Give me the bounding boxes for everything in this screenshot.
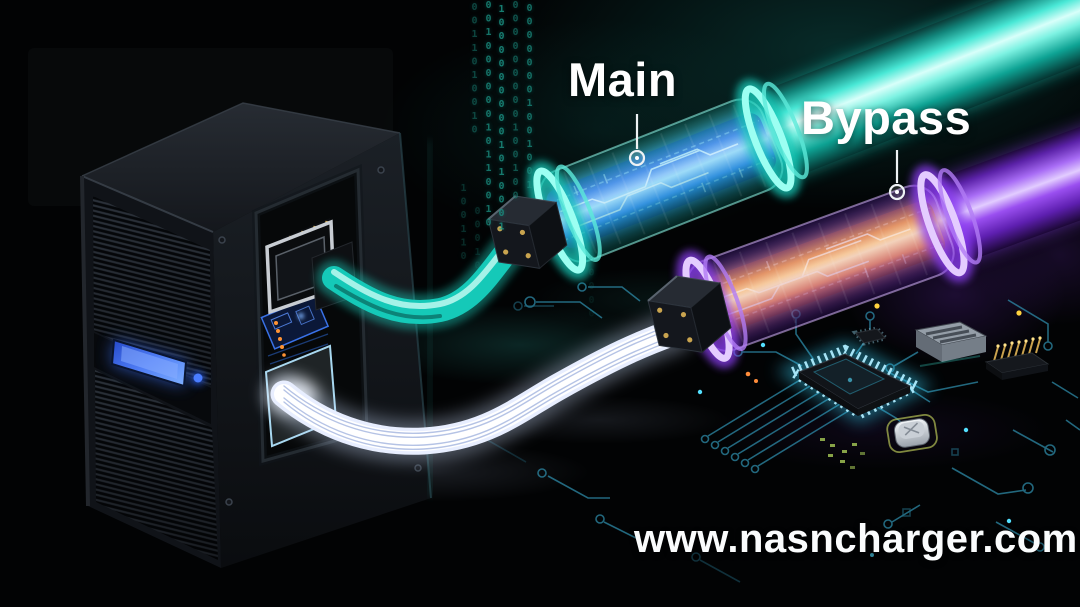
label-leaders bbox=[628, 114, 906, 201]
status-lights-orange bbox=[274, 321, 286, 357]
cable-strands bbox=[283, 323, 675, 450]
main-ring-collar-far bbox=[735, 78, 809, 198]
main-cable-tube bbox=[527, 0, 1080, 281]
main-cable-label: Main bbox=[568, 53, 678, 106]
bypass-power-cable bbox=[263, 40, 1080, 463]
small-chip bbox=[851, 326, 890, 346]
capacitor bbox=[886, 413, 938, 454]
main-cable-lead bbox=[316, 232, 526, 331]
connector-screws bbox=[497, 226, 531, 259]
neutral-output-cable bbox=[263, 311, 695, 463]
glow-dots bbox=[697, 303, 1022, 557]
ups-tower bbox=[80, 102, 434, 568]
solder-pad-cluster bbox=[820, 438, 865, 469]
website-url: www.nasncharger.com bbox=[634, 517, 1078, 561]
header-pins bbox=[993, 338, 1041, 362]
circuit-board bbox=[459, 282, 1080, 583]
main-cable-connector bbox=[487, 195, 568, 270]
bypass-ring-collar-far bbox=[911, 164, 983, 283]
tower-top-face bbox=[82, 103, 400, 232]
heatsink bbox=[914, 321, 988, 367]
bypass-cable-label: Bypass bbox=[801, 91, 972, 144]
bypass-cable-connector bbox=[646, 275, 732, 354]
lcd-display bbox=[110, 338, 188, 388]
tower-screws bbox=[218, 166, 422, 506]
main-tube-solid bbox=[747, 0, 1080, 179]
connector-screws bbox=[657, 307, 693, 343]
power-led bbox=[193, 373, 203, 383]
main-power-cable bbox=[316, 0, 1080, 331]
cpu-chip bbox=[775, 341, 934, 424]
pin-header bbox=[984, 336, 1050, 380]
bypass-tube-solid bbox=[925, 40, 1080, 263]
